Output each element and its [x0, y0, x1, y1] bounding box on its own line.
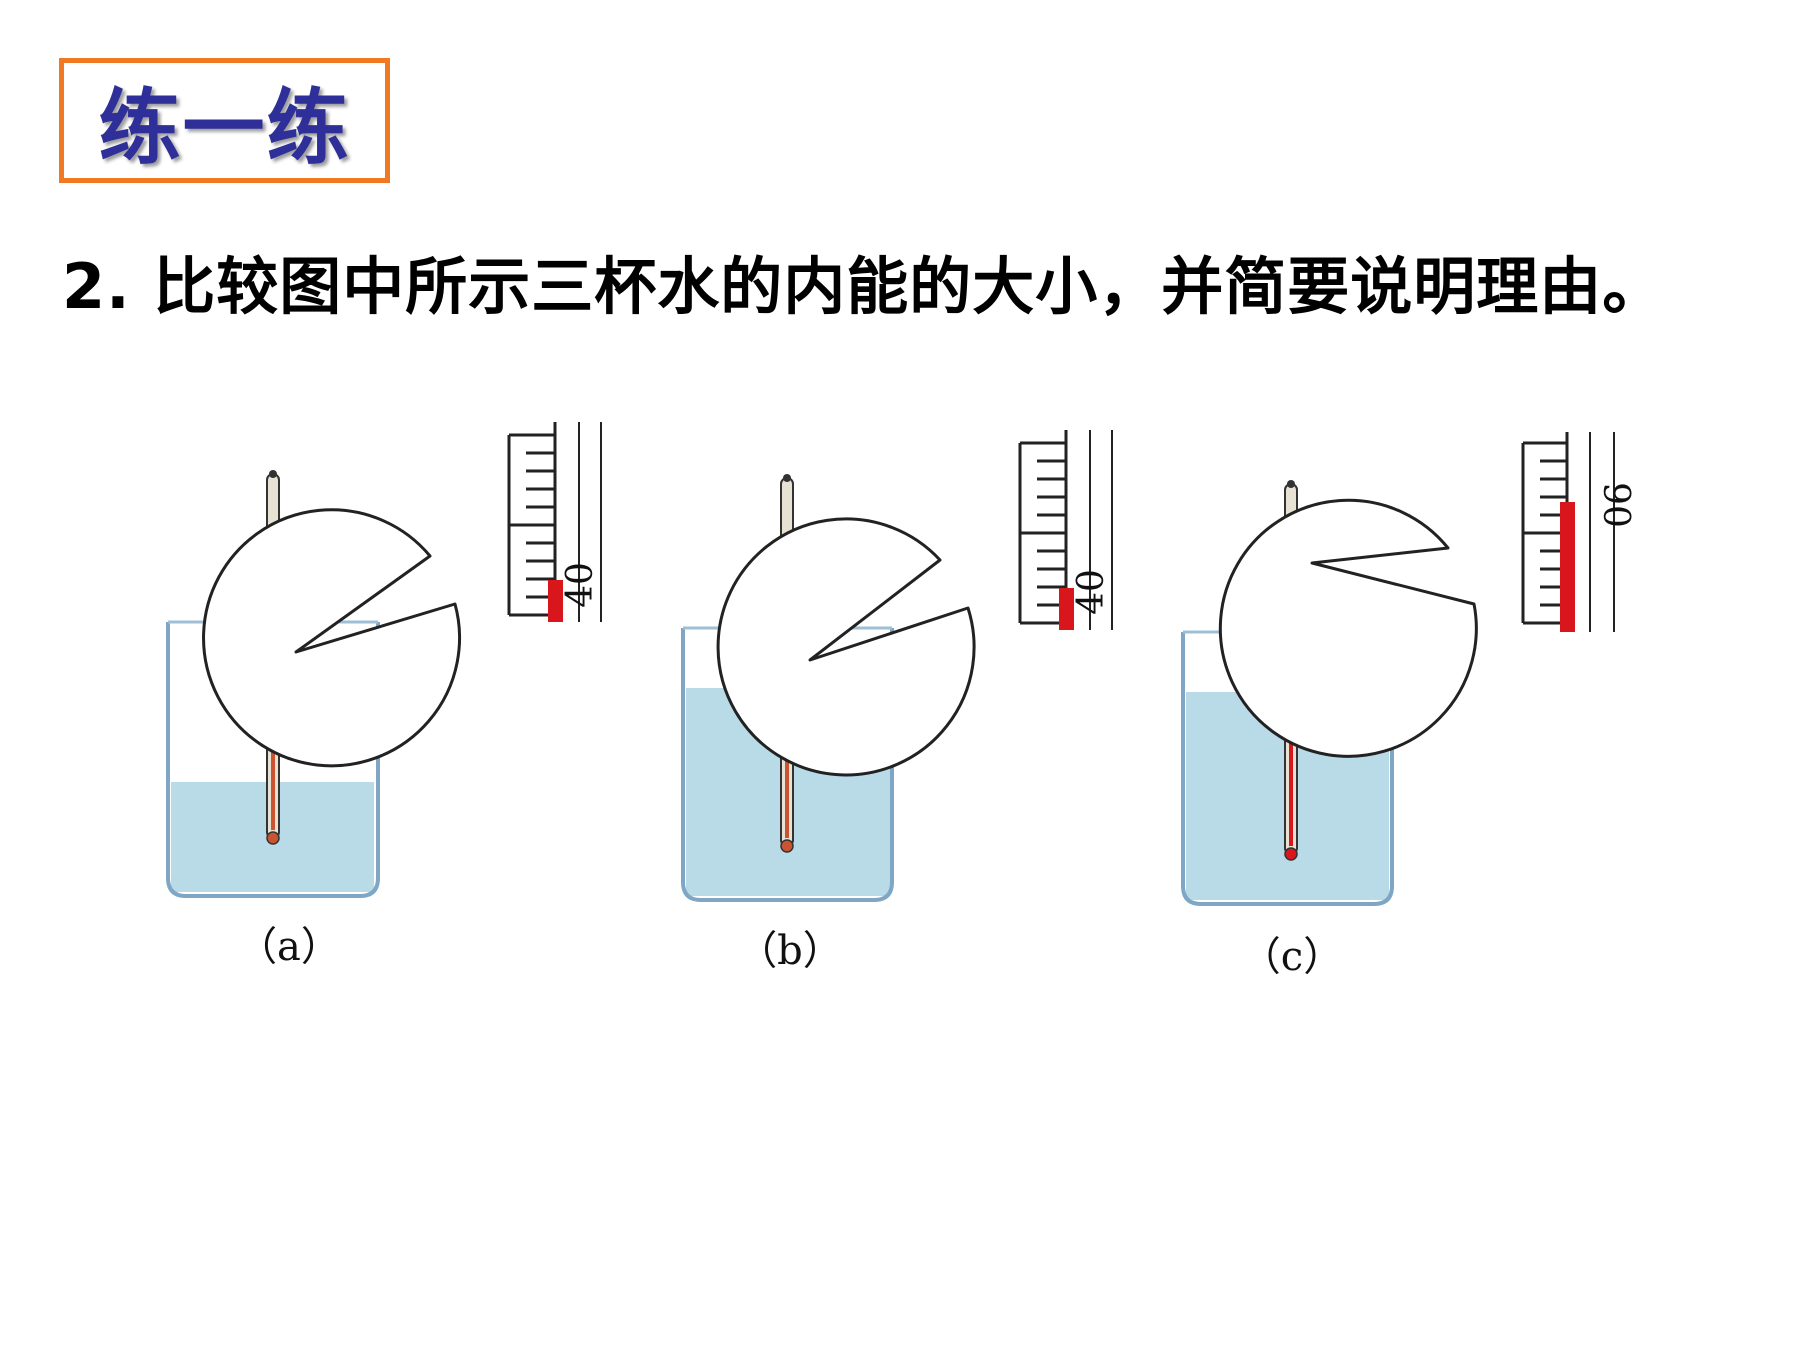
callout-a: 40 [202, 422, 602, 768]
mercury-a [548, 580, 563, 622]
callout-b: 40 [716, 430, 1113, 777]
beaker-a-label: （a） [237, 924, 341, 970]
scale-a: 40 [507, 422, 602, 622]
mercury-c [1560, 502, 1575, 632]
beaker-b-label: （b） [737, 928, 843, 974]
question-text: 2. 比较图中所示三杯水的内能的大小，并简要说明理由。 [62, 250, 1666, 323]
title-box: 练一练 [59, 58, 390, 183]
scale-b: 40 [1018, 430, 1113, 630]
scale-c-label: 90 [1595, 482, 1636, 528]
callout-c: 90 [1218, 432, 1636, 758]
scale-c: 90 [1521, 432, 1636, 632]
scale-a-label: 40 [560, 562, 601, 608]
beaker-c-label: （c） [1241, 934, 1343, 980]
page-title: 练一练 [98, 80, 351, 176]
beaker-a-glass [166, 622, 380, 898]
beaker-b-glass [681, 628, 894, 902]
beaker-c-glass [1181, 632, 1394, 906]
scale-b-label: 40 [1071, 569, 1112, 615]
mercury-b [1059, 588, 1074, 630]
